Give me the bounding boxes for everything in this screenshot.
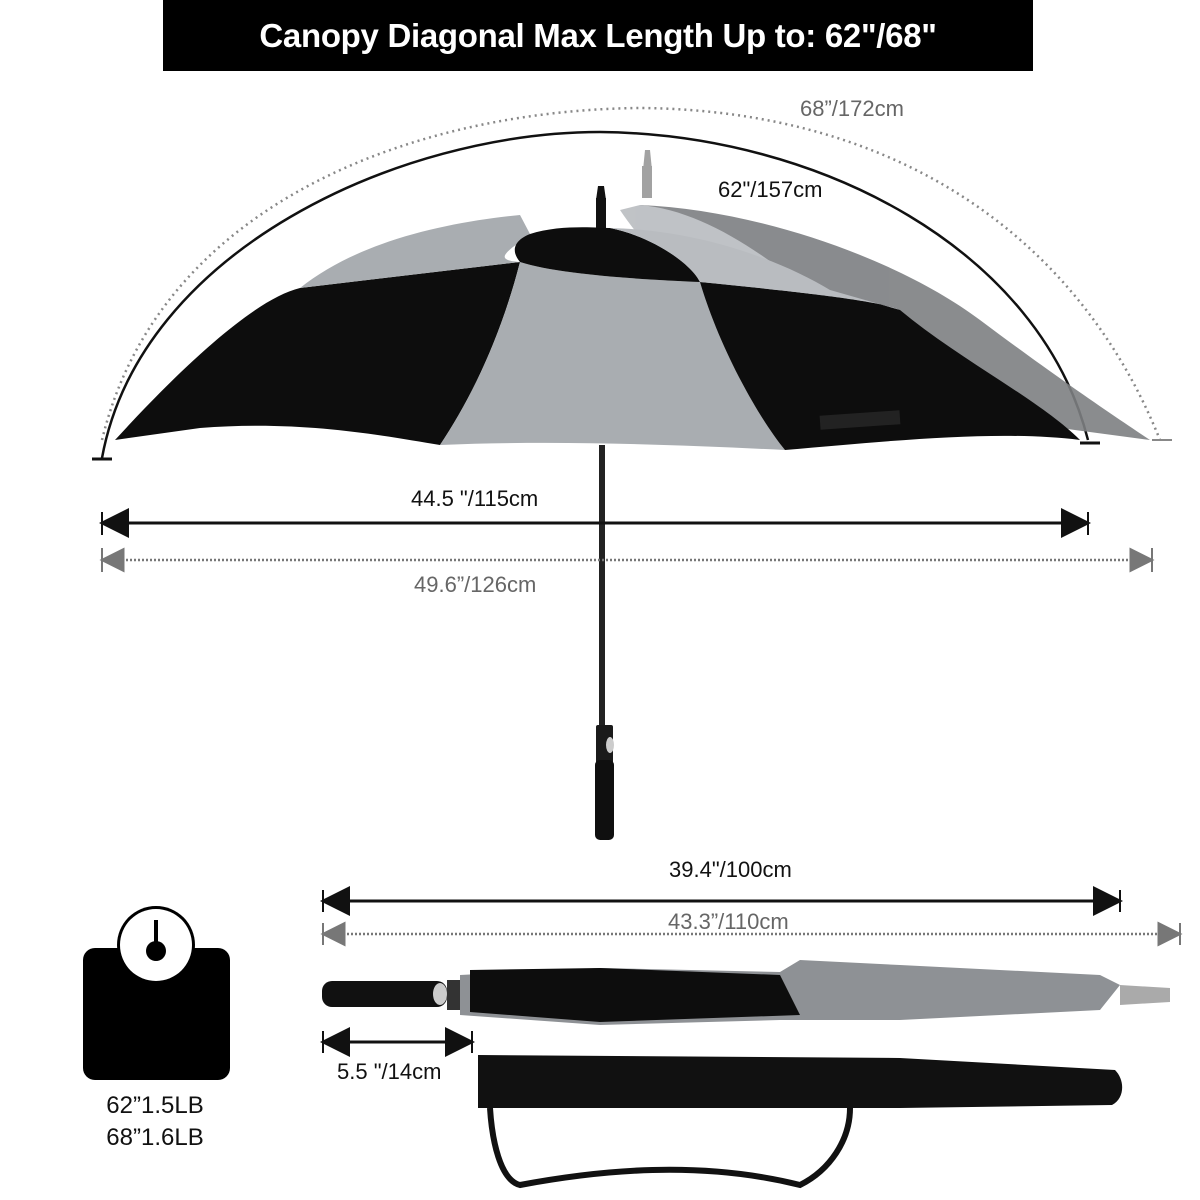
arc-62-label: 62"/157cm — [718, 177, 823, 202]
arc-68-label: 68”/172cm — [800, 96, 904, 121]
length-43-label: 43.3”/110cm — [668, 909, 789, 934]
title-banner: Canopy Diagonal Max Length Up to: 62"/68… — [163, 0, 1033, 71]
main-canopy — [115, 186, 1080, 450]
length-arrow-43 — [320, 921, 1183, 947]
width-arrow-49 — [99, 547, 1155, 573]
carry-sleeve — [478, 1055, 1123, 1189]
length-39-label: 39.4"/100cm — [669, 857, 792, 882]
weight-68: 68”1.6LB — [106, 1124, 204, 1151]
weight-62: 62”1.5LB — [106, 1092, 204, 1119]
handle-length-label: 5.5 "/14cm — [337, 1059, 442, 1084]
width-arrow-44 — [99, 508, 1091, 538]
handle-arrow — [320, 1027, 475, 1057]
banner-title: Canopy Diagonal Max Length Up to: 62"/68… — [259, 16, 937, 54]
length-arrow-39 — [320, 886, 1123, 916]
weight-info: 62”1.5LB 68”1.6LB — [80, 1090, 230, 1154]
width-44-label: 44.5 "/115cm — [411, 486, 539, 511]
arc-68-dotted — [100, 106, 1172, 441]
arc-62-solid — [92, 130, 1100, 461]
shaft — [595, 445, 614, 840]
scale-icon — [83, 906, 230, 1080]
closed-umbrella — [322, 960, 1170, 1025]
width-49-label: 49.6”/126cm — [414, 572, 537, 597]
